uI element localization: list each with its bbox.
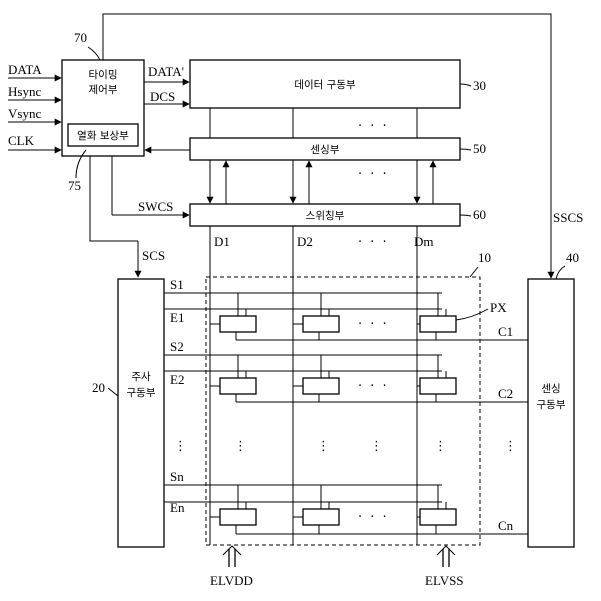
ref-leader-50 [460,149,471,150]
ref-leader-30 [460,84,471,86]
signal-sscs: SSCS [553,210,583,225]
signal-data: DATA [8,62,42,77]
ref-leader-20 [108,388,118,396]
ellipsis-v-col-m: ⋮ [434,439,449,454]
pixel-row-1 [164,293,528,340]
elvdd-arrow [223,546,241,567]
ellipsis-row-1: · · · [358,317,389,332]
pixel-row-n [164,485,528,534]
ref-leader-60 [460,215,471,216]
label-s1: S1 [170,277,184,292]
data-driver-label: 데이터 구동부 [294,79,356,91]
signal-clk: CLK [8,133,35,148]
ellipsis-h-2: · · · [358,167,389,182]
sensing-unit-block: 센싱부 [190,138,460,160]
ellipsis-v-col-2: ⋮ [317,439,332,454]
signal-scs: SCS [142,248,165,263]
sensing-unit-label: 센싱부 [311,144,340,156]
label-e1: E1 [170,310,184,325]
ref-sensing-unit: 50 [473,141,486,156]
ellipsis-v-col-1: ⋮ [234,439,249,454]
data-driver-block: 데이터 구동부 [190,60,460,108]
signal-data-prime: DATA' [148,64,184,79]
label-px: PX [490,300,507,315]
label-sn: Sn [170,469,184,484]
sensing-driver-label-2: 구동부 [537,399,566,411]
ellipsis-h-3: · · · [358,235,389,250]
pixel-row-2 [164,355,528,402]
ref-leader-70 [88,47,100,60]
ref-leader-10 [470,267,478,277]
ellipsis-row-n: · · · [358,510,389,525]
ref-compensation: 75 [68,178,81,193]
ellipsis-v-sense: ⋮ [504,439,519,454]
elvss-arrow [437,546,455,567]
label-c1: C1 [498,324,513,339]
ref-leader-px [456,309,488,320]
timing-controller-label-1: 타이밍 [89,69,118,81]
ref-scan-driver: 20 [92,380,105,395]
label-en: En [170,500,185,515]
label-c2: C2 [498,386,513,401]
switching-unit-label: 스위칭부 [306,209,345,222]
scan-driver-label-1: 주사 [131,371,151,383]
label-cn: Cn [498,518,514,533]
switching-unit-block: 스위칭부 [190,204,460,226]
label-elvss: ELVSS [425,573,464,588]
timing-controller-label-2: 제어부 [89,84,118,96]
ref-switching-unit: 60 [473,207,486,222]
ellipsis-h-1: · · · [358,119,389,134]
label-d2: D2 [297,234,313,249]
signal-swcs: SWCS [138,199,173,214]
compensation-label: 열화 보상부 [77,130,129,142]
label-s2: S2 [170,339,184,354]
ellipsis-v-scan: ⋮ [174,439,189,454]
ref-timing-controller: 70 [74,30,87,45]
signal-hsync: Hsync [8,84,41,99]
sensing-driver-block: 센싱 구동부 [528,279,574,547]
ellipsis-row-2: · · · [358,379,389,394]
ref-sensing-driver: 40 [566,250,579,265]
scs-wire [90,156,138,241]
sensing-driver-label-1: 센싱 [541,383,560,395]
scan-driver-block: 주사 구동부 [118,279,164,547]
ref-data-driver: 30 [473,78,486,93]
timing-controller-block: 타이밍 제어부 열화 보상부 [62,60,144,156]
scan-driver-label-2: 구동부 [127,387,156,399]
ellipsis-v-col-mid: ⋮ [370,439,385,454]
ref-panel: 10 [478,250,491,265]
ref-leader-40 [556,266,565,279]
signal-vsync: Vsync [8,106,41,121]
label-elvdd: ELVDD [210,573,253,588]
label-d1: D1 [214,234,230,249]
signal-dcs: DCS [150,89,175,104]
label-e2: E2 [170,372,184,387]
